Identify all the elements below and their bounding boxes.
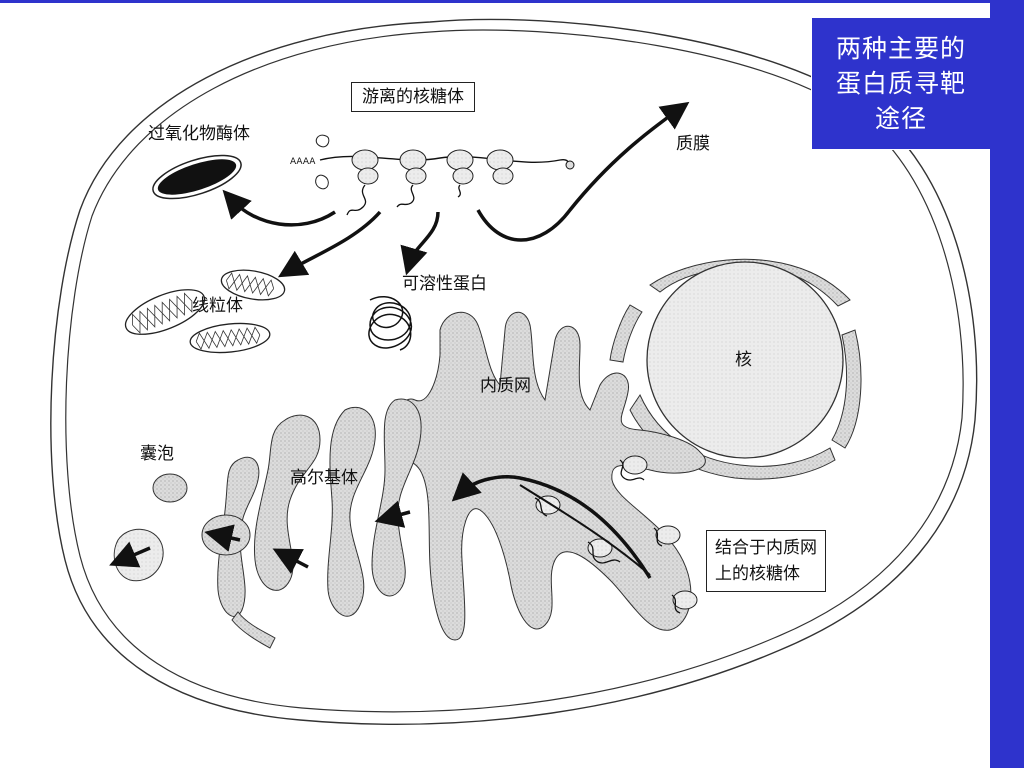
arrow-to-vesicle — [204, 524, 241, 552]
arrow-golgi-1 — [374, 500, 411, 528]
er-mrna — [519, 484, 651, 576]
label-vesicle: 囊泡 — [140, 444, 174, 464]
pathway-arrows — [109, 101, 690, 579]
label-soluble-protein: 可溶性蛋白 — [402, 274, 487, 294]
arrow-to-soluble — [400, 211, 440, 276]
slide-title: 两种主要的 蛋白质寻靶 途径 — [835, 34, 966, 133]
endoplasmic-reticulum — [391, 311, 706, 641]
label-mitochondria: 线粒体 — [192, 296, 243, 316]
label-golgi: 高尔基体 — [290, 468, 358, 488]
label-plasma-membrane: 质膜 — [676, 134, 710, 154]
soluble-protein-tangle — [368, 296, 413, 351]
label-er: 内质网 — [480, 376, 531, 396]
label-peroxisome: 过氧化物酶体 — [148, 124, 250, 144]
label-nucleus: 核 — [735, 350, 752, 370]
golgi-apparatus — [217, 398, 422, 649]
label-mrna-tail: AAAA — [290, 157, 316, 167]
arrow-to-peroxisome — [222, 189, 336, 227]
arrow-exocytosis — [109, 541, 151, 568]
arrow-to-plasma-membrane — [476, 101, 690, 242]
top-accent-bar — [0, 0, 1024, 3]
label-er-bound-ribosome: 结合于内质网 上的核糖体 — [706, 530, 826, 592]
arrow-er-to-golgi — [451, 472, 652, 579]
arrow-golgi-2 — [272, 548, 309, 574]
right-accent-bar — [990, 0, 1024, 768]
peroxisome — [152, 154, 242, 200]
mitochondria — [124, 269, 286, 354]
label-free-ribosome: 游离的核糖体 — [351, 82, 475, 112]
arrow-to-mitochondria — [277, 210, 382, 278]
free-polysome — [315, 134, 575, 216]
slide-title-box: 两种主要的 蛋白质寻靶 途径 — [811, 18, 990, 150]
